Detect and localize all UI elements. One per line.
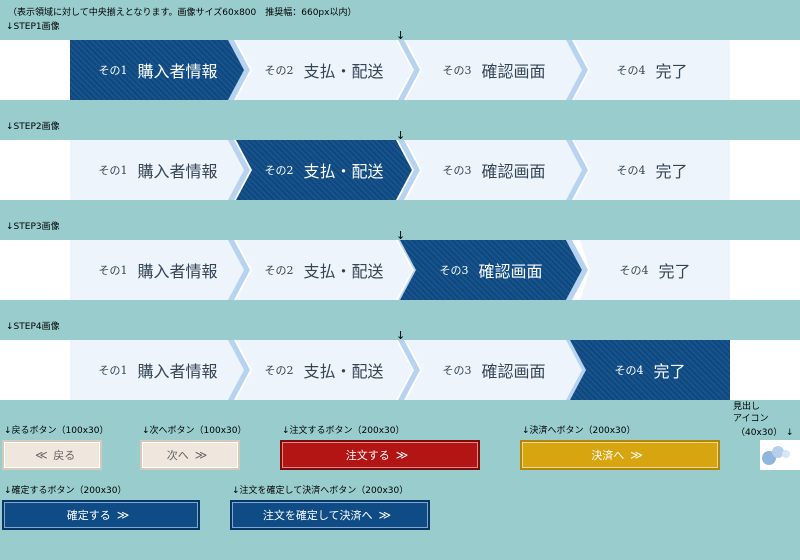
step-label: 確認画面 xyxy=(478,262,543,281)
back-button-caption: ↓戻るボタン（100x30） xyxy=(4,426,109,436)
next-button-caption: ↓次へボタン（100x30） xyxy=(142,426,247,436)
heading-icon-caption-1: 見出し xyxy=(733,402,761,412)
step4-item-1: その1 購入者情報 xyxy=(70,340,246,400)
step1-item-1: その1 購入者情報 xyxy=(70,40,246,100)
step2-item-1: その1 購入者情報 xyxy=(70,140,246,200)
step2-item-3: その3 確認画面 xyxy=(406,140,582,200)
header-note: （表示領域に対して中央揃えとなります。画像サイズ60x800 推奨幅：660px… xyxy=(8,8,357,18)
step-num: その2 xyxy=(264,164,294,177)
step-num: その2 xyxy=(264,264,294,277)
step-num: その4 xyxy=(616,64,646,77)
confirm-button-label: 確定する xyxy=(66,509,111,522)
step-num: その4 xyxy=(614,364,644,377)
step2-item-2: その2 支払・配送 xyxy=(236,140,412,200)
confirm-pay-button-caption: ↓注文を確定して決済へボタン（200x30） xyxy=(232,486,409,496)
step2-caption: ↓STEP2画像 xyxy=(6,122,60,132)
step1-item-3: その3 確認画面 xyxy=(406,40,582,100)
step-label: 支払・配送 xyxy=(303,262,384,281)
chevron-left-icon: ≫ xyxy=(34,448,48,462)
step3-item-4: その4 完了 xyxy=(580,240,730,300)
center-arrow-icon: ↓ xyxy=(396,29,406,42)
step4-band: その1 購入者情報 その2 支払・配送 その3 確認画面 その4 完了 xyxy=(0,340,800,400)
pay-button[interactable]: 決済へ ≫ xyxy=(520,440,720,470)
chevron-right-icon: ≫ xyxy=(116,508,130,522)
step-num: その3 xyxy=(439,264,469,277)
back-button[interactable]: ≫ 戻る xyxy=(2,440,102,470)
step-label: 購入者情報 xyxy=(137,262,218,281)
step-num: その1 xyxy=(98,264,128,277)
order-button[interactable]: 注文する ≫ xyxy=(280,440,480,470)
step-label: 完了 xyxy=(658,262,691,281)
step2-band: その1 購入者情報 その2 支払・配送 その3 確認画面 その4 完了 xyxy=(0,140,800,200)
step1-item-4: その4 完了 xyxy=(574,40,730,100)
step-num: その2 xyxy=(264,64,294,77)
step-label: 支払・配送 xyxy=(303,362,384,381)
step4-caption: ↓STEP4画像 xyxy=(6,322,60,332)
next-button[interactable]: 次へ ≫ xyxy=(140,440,240,470)
bubble-icon xyxy=(782,450,790,458)
step-label: 支払・配送 xyxy=(303,62,384,81)
step3-item-3: その3 確認画面 xyxy=(400,240,582,300)
step4-item-2: その2 支払・配送 xyxy=(236,340,412,400)
step-num: その4 xyxy=(619,264,649,277)
step-label: 完了 xyxy=(655,162,688,181)
step-label: 完了 xyxy=(655,62,688,81)
chevron-right-icon: ≫ xyxy=(630,448,643,462)
order-button-label: 注文する xyxy=(345,449,390,462)
step3-item-1: その1 購入者情報 xyxy=(70,240,246,300)
chevron-right-icon: ≫ xyxy=(395,448,409,462)
pay-button-caption: ↓決済へボタン（200x30） xyxy=(522,426,636,436)
step-label: 支払・配送 xyxy=(303,162,384,181)
step-label: 確認画面 xyxy=(481,162,546,181)
step-num: その1 xyxy=(98,164,128,177)
step-label: 購入者情報 xyxy=(137,362,218,381)
step1-band: その1 購入者情報 その2 支払・配送 その3 確認画面 その4 完了 xyxy=(0,40,800,100)
step-label: 完了 xyxy=(653,362,686,381)
step-num: その3 xyxy=(442,364,472,377)
pay-button-label: 決済へ xyxy=(591,449,625,462)
step-num: その4 xyxy=(616,164,646,177)
bubble-icon xyxy=(772,446,784,458)
step1-item-2: その2 支払・配送 xyxy=(236,40,412,100)
step-label: 確認画面 xyxy=(481,362,546,381)
step3-band: その1 購入者情報 その2 支払・配送 その3 確認画面 その4 完了 xyxy=(0,240,800,300)
heading-icon-caption-3: （40x30） xyxy=(736,428,783,438)
order-button-caption: ↓注文するボタン（200x30） xyxy=(282,426,405,436)
confirm-pay-button-label: 注文を確定して決済へ xyxy=(262,509,373,522)
chevron-right-icon: ≫ xyxy=(378,508,392,522)
step-num: その3 xyxy=(442,64,472,77)
chevron-right-icon: ≫ xyxy=(194,448,208,462)
confirm-pay-button[interactable]: 注文を確定して決済へ ≫ xyxy=(230,500,430,530)
step-num: その2 xyxy=(264,364,294,377)
step3-caption: ↓STEP3画像 xyxy=(6,222,60,232)
step4-item-4: その4 完了 xyxy=(570,340,730,400)
center-arrow-icon: ↓ xyxy=(396,229,406,242)
step-label: 確認画面 xyxy=(481,62,546,81)
back-button-label: 戻る xyxy=(53,449,76,462)
next-button-label: 次へ xyxy=(166,449,189,462)
step3-item-2: その2 支払・配送 xyxy=(236,240,412,300)
heading-icon-caption-2: アイコン xyxy=(733,414,769,424)
confirm-button[interactable]: 確定する ≫ xyxy=(2,500,200,530)
confirm-button-caption: ↓確定するボタン（200x30） xyxy=(4,486,127,496)
step2-item-4: その4 完了 xyxy=(574,140,730,200)
step-label: 購入者情報 xyxy=(137,162,218,181)
step-num: その3 xyxy=(442,164,472,177)
step-num: その1 xyxy=(98,64,128,77)
step-label: 購入者情報 xyxy=(137,62,218,81)
step4-item-3: その3 確認画面 xyxy=(406,340,582,400)
step-num: その1 xyxy=(98,364,128,377)
heading-icon xyxy=(760,440,800,470)
center-arrow-icon: ↓ xyxy=(396,329,406,342)
heading-icon-arrow-icon: ↓ xyxy=(786,428,794,438)
step1-caption: ↓STEP1画像 xyxy=(6,22,60,32)
center-arrow-icon: ↓ xyxy=(396,129,406,142)
